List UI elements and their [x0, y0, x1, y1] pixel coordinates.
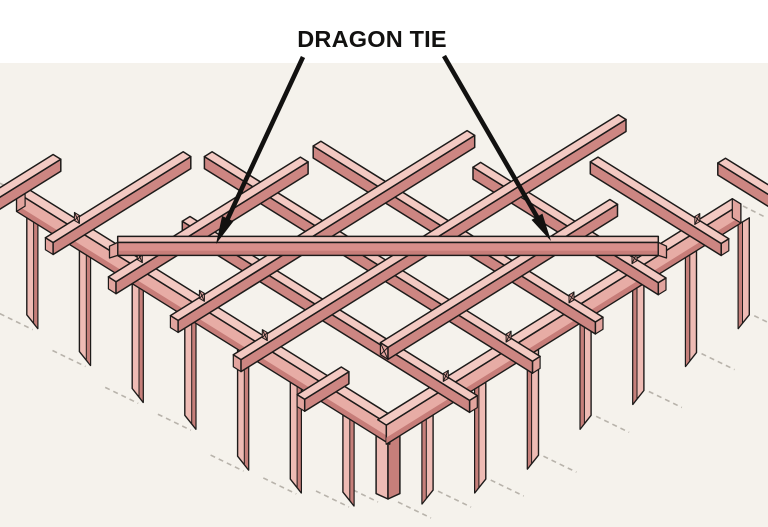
corner-post-right-face	[387, 434, 401, 500]
stud-side	[579, 320, 585, 430]
corner-post	[375, 434, 401, 500]
joint-x	[379, 342, 389, 360]
joint-x	[442, 370, 449, 382]
joint-x	[694, 213, 701, 225]
tie-end-left	[108, 241, 119, 259]
arrow-shaft	[442, 54, 545, 229]
ground-dash	[157, 413, 192, 431]
joint-x	[198, 290, 205, 302]
joist	[169, 129, 476, 334]
tie-top	[116, 235, 660, 244]
left-plate-shadow	[16, 204, 390, 444]
stud-side	[33, 221, 39, 330]
stud-side	[85, 254, 91, 366]
ground-dash	[543, 455, 577, 473]
stud-side	[421, 418, 427, 505]
joint-x	[568, 291, 575, 304]
corner-post-left-face	[375, 434, 389, 500]
ground-dash	[648, 390, 683, 409]
ground-dash	[315, 490, 350, 508]
ground-dash	[701, 352, 735, 371]
ground-dash	[595, 415, 630, 434]
joist	[589, 156, 730, 257]
tie-front-shadow	[118, 250, 658, 255]
stud-side	[737, 221, 743, 330]
ground-dash	[210, 454, 244, 472]
ground-dash	[437, 490, 472, 508]
arrow-shaft	[220, 56, 306, 231]
joist-top	[44, 151, 192, 244]
joist-top	[169, 129, 476, 322]
ground-dash	[344, 485, 379, 503]
ground-dash	[104, 386, 139, 405]
ground-dash	[52, 349, 86, 368]
joist	[296, 366, 350, 413]
tie-end-right	[657, 241, 668, 259]
stud-side	[138, 287, 144, 403]
joist-top	[296, 366, 350, 401]
stud-side	[685, 254, 691, 367]
joist	[717, 157, 768, 208]
joist-top	[717, 157, 768, 196]
annotation-arrow-left	[216, 56, 306, 244]
ground-dash	[742, 205, 768, 219]
right-plate-end	[731, 198, 742, 224]
joist-top	[0, 153, 62, 198]
ground-dash	[262, 477, 297, 495]
joint-x	[73, 212, 80, 224]
annotation-arrow-right	[442, 54, 551, 241]
stud-side	[191, 320, 197, 430]
ground-dash	[397, 501, 432, 519]
right-wall-studs	[421, 217, 750, 505]
ground-dash	[0, 312, 34, 331]
annotation-arrows	[216, 54, 551, 244]
joist	[44, 151, 192, 256]
joist-top	[589, 156, 730, 245]
halving-joint-marks	[73, 211, 701, 382]
joint-x	[261, 329, 268, 341]
stud-side	[243, 352, 250, 471]
arrow-head	[216, 216, 234, 244]
joint-x	[505, 330, 512, 343]
figure-title: DRAGON TIE	[297, 26, 447, 52]
stud-side	[632, 287, 638, 405]
stud-side	[349, 418, 355, 507]
joist	[0, 153, 62, 210]
ground-dash	[490, 479, 525, 497]
arrow-head	[531, 213, 551, 241]
dragon-tie-beam	[108, 235, 668, 259]
